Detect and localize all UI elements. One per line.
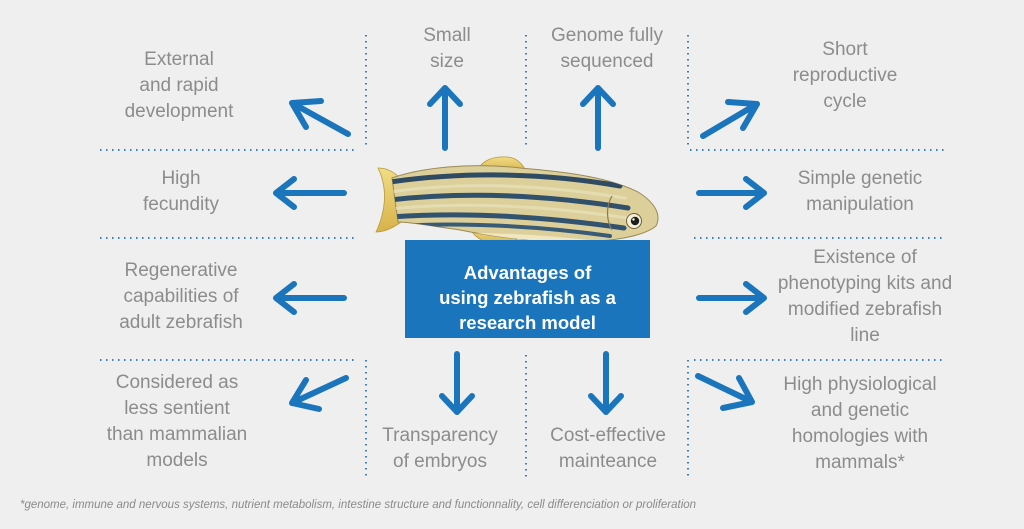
arrow-right-phenotyping (696, 281, 767, 315)
arrow-right-genetic (696, 176, 767, 210)
dotted-grid-lines (100, 35, 946, 478)
label-external-development: External and rapid development (124, 49, 234, 122)
arrows (273, 85, 767, 415)
arrow-down-transparency (439, 351, 475, 415)
label-small-size: Small size (423, 25, 471, 72)
label-genome-sequenced: Genome fully sequenced (551, 25, 663, 72)
arrow-down-left (289, 375, 349, 412)
arrow-up-right (700, 99, 760, 139)
label-regenerative: Regenerative capabilities of adult zebra… (119, 260, 243, 333)
footnote: *genome, immune and nervous systems, nut… (20, 499, 697, 511)
arrow-left-regenerative (273, 281, 347, 315)
arrow-left-fecundity (273, 176, 347, 210)
label-cost-effective: Cost-effective mainteance (550, 425, 666, 472)
label-short-cycle: Short reproductive cycle (792, 39, 898, 112)
arrow-down-cost (588, 351, 624, 415)
arrow-down-right (695, 373, 755, 411)
zebrafish-image (375, 156, 659, 253)
center-title-box: Advantages of using zebrafish as a resea… (405, 240, 650, 338)
arrow-up-genome (580, 85, 616, 151)
label-high-fecundity: High fecundity (142, 168, 220, 215)
arrow-up-small-size (427, 85, 463, 151)
label-simple-genetic: Simple genetic manipulation (797, 168, 923, 215)
label-less-sentient: Considered as less sentient than mammali… (106, 372, 248, 471)
label-phenotyping-kits: Existence of phenotyping kits and modifi… (777, 247, 953, 346)
label-homologies: High physiological and genetic homologie… (783, 374, 937, 473)
arrow-up-left (289, 98, 351, 137)
label-transparency: Transparency of embryos (382, 425, 498, 472)
